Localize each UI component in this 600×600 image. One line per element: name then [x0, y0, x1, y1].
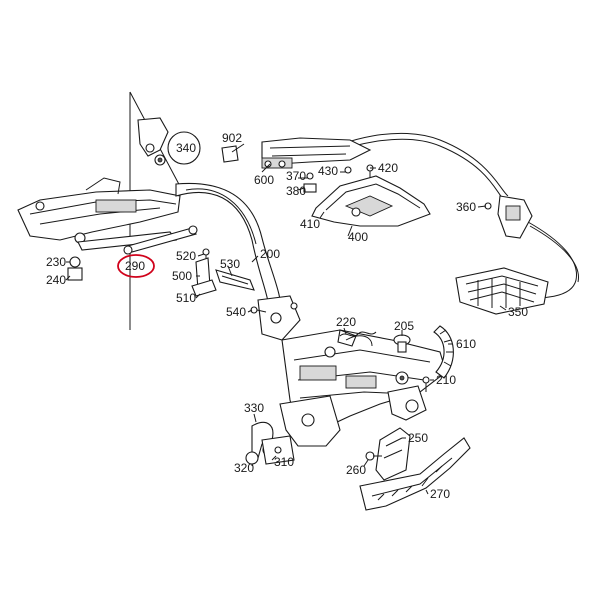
- left-frame-drawing: [17, 177, 181, 281]
- label-610: 610: [456, 337, 476, 351]
- upper-linkage-drawing: [221, 137, 372, 169]
- label-260: 260: [346, 463, 366, 477]
- center-mechanism-drawing: [279, 329, 447, 447]
- highlight-circle-290: [117, 254, 155, 278]
- label-400: 400: [348, 230, 368, 244]
- parts-310-330-drawing: [245, 422, 295, 465]
- part-340-drawing: [129, 91, 201, 330]
- label-902: 902: [222, 131, 242, 145]
- brackets-500-530-drawing: [191, 248, 255, 297]
- label-420: 420: [378, 161, 398, 175]
- label-530: 530: [220, 257, 240, 271]
- part-270-rail: [359, 437, 471, 511]
- part-220-spring: [339, 331, 377, 337]
- part-290-strut: [123, 225, 198, 255]
- label-350: 350: [508, 305, 528, 319]
- part-200-arm: [175, 182, 301, 341]
- label-410: 410: [300, 217, 320, 231]
- label-360: 360: [456, 200, 476, 214]
- part-360-latch: [484, 195, 533, 239]
- label-320: 320: [234, 461, 254, 475]
- label-310: 310: [274, 455, 294, 469]
- label-200: 200: [260, 247, 280, 261]
- label-230: 230: [46, 255, 66, 269]
- label-290: 290: [125, 259, 145, 273]
- label-520: 520: [176, 249, 196, 263]
- part-610-gear: [433, 325, 454, 379]
- label-250: 250: [408, 431, 428, 445]
- label-370: 370: [286, 169, 306, 183]
- label-220: 220: [336, 315, 356, 329]
- part-540-bolt: [250, 306, 267, 314]
- label-240: 240: [46, 273, 66, 287]
- parts-400-410-cover: [311, 175, 431, 227]
- leader-lines: [65, 143, 507, 495]
- label-270: 270: [430, 487, 450, 501]
- label-330: 330: [244, 401, 264, 415]
- label-500: 500: [172, 269, 192, 283]
- label-540: 540: [226, 305, 246, 319]
- label-510: 510: [176, 291, 196, 305]
- parts-250-260-drawing: [365, 427, 411, 481]
- label-600: 600: [254, 173, 274, 187]
- label-210: 210: [436, 373, 456, 387]
- label-340: 340: [176, 141, 196, 155]
- label-430: 430: [318, 164, 338, 178]
- part-350-actuator: [455, 267, 549, 315]
- part-210-bolt: [422, 376, 430, 392]
- fasteners-370-430-drawing: [303, 164, 374, 193]
- label-380: 380: [286, 184, 306, 198]
- label-205: 205: [394, 319, 414, 333]
